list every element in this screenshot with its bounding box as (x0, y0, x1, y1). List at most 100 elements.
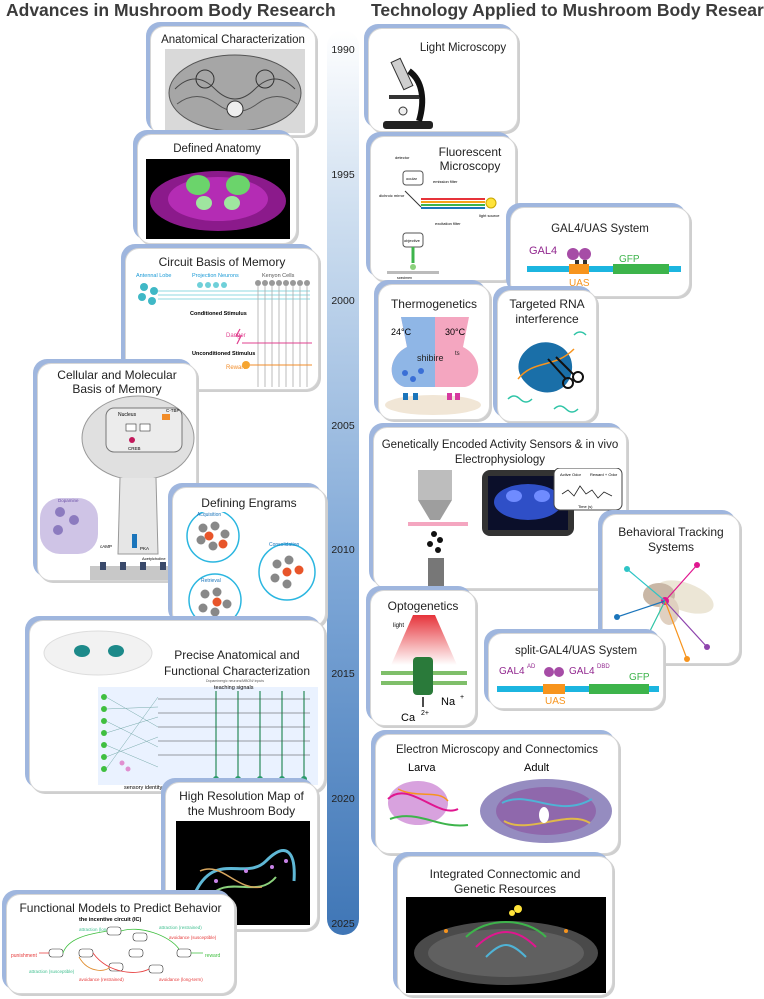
card-title: Circuit Basis of Memory (158, 255, 286, 269)
card-title: split-GAL4/UAS System (514, 645, 638, 657)
incentive-circuit-diagram: the incentive circuit (IC) attraction (l… (11, 917, 221, 982)
uas-label: UAS (545, 696, 566, 707)
conditioned-stimulus-label: Conditioned Stimulus (190, 311, 247, 317)
avoidance-susc-label: avoidance (susceptible) (169, 935, 217, 940)
ctbp-label: C-TBP (166, 408, 180, 413)
connectome-renders: Larva Adult (387, 762, 612, 843)
dopamine-label: Dopamine (58, 498, 79, 503)
card-anatomical-characterization: Anatomical Characterization (150, 26, 316, 136)
card-title: Defined Anatomy (173, 143, 261, 155)
sensory-identity-label: sensory identity (124, 785, 162, 791)
attraction-rest-label: attraction (restrained) (159, 925, 202, 930)
left-column-header: Advances in Mushroom Body Research (6, 0, 336, 20)
light-label: light (393, 623, 404, 629)
card-title: Cellular and Molecular Basis of Memory (57, 368, 177, 396)
year-label: 2015 (331, 668, 355, 680)
uas-label: UAS (569, 278, 590, 289)
card-title: Genetically Encoded Activity Sensors & i… (381, 439, 619, 466)
acetylcholine-label: Acetylcholine (142, 556, 166, 561)
ad-label: AD (527, 664, 536, 670)
ts-label: ts (455, 351, 460, 357)
dichroic-label: dichroic mirror (379, 193, 405, 198)
rnai-scissors-diagram (507, 331, 587, 413)
objective-label: objective (404, 238, 421, 243)
nucleus-label: Nucleus (118, 412, 137, 418)
gfp-label: GFP (629, 672, 650, 683)
card-title: Optogenetics (387, 599, 459, 613)
microscope-icon (383, 57, 433, 129)
card-cellular-molecular-basis: Cellular and Molecular Basis of Memory N… (37, 363, 197, 581)
card-light-microscopy: Light Microscopy (368, 28, 518, 132)
card-title: Defining Engrams (201, 496, 297, 510)
acquisition-label: Acquisition (197, 512, 221, 518)
year-label: 2000 (331, 295, 355, 307)
card-thermogenetics: Thermogenetics 24°C 30°C shibire ts (378, 284, 490, 420)
time-axis-label: Time (s) (578, 504, 593, 509)
temp-24-label: 24°C (391, 327, 412, 337)
card-integrated-resources: Integrated Connectomic and Genetic Resou… (397, 856, 613, 996)
split-gal4-construct: GAL4 AD GAL4 DBD GFP UAS (497, 664, 659, 707)
card-activity-sensors: Genetically Encoded Activity Sensors & i… (373, 427, 627, 589)
unconditioned-stimulus-label: Unconditioned Stimulus (192, 351, 255, 357)
excitation-filter-label: excitation filter (435, 221, 461, 226)
connectivity-diagram: teaching signals Dopaminergic neurons/MB… (43, 630, 318, 791)
detector-label: detector (395, 155, 410, 160)
timeline-bar (327, 30, 359, 935)
right-column-header: Technology Applied to Mushroom Body Rese… (371, 0, 764, 20)
card-gal4-uas: GAL4/UAS System GAL4 GFP UAS (510, 207, 690, 297)
card-functional-models: Functional Models to Predict Behavior th… (6, 894, 235, 994)
projection-neurons-label: Projection Neurons (192, 273, 239, 279)
creb-label: CREB (128, 446, 141, 451)
card-title: Light Microscopy (419, 42, 507, 54)
sodium-label: Na (441, 696, 456, 708)
antennal-lobe-label: Antennal Lobe (136, 273, 171, 279)
emission-filter-label: emission filter (433, 179, 458, 184)
neuron-signaling-diagram: Nucleus C-TBP CREB Dopamine cAMP PKA Ace… (40, 395, 196, 580)
ocular-label: ocular (406, 176, 418, 181)
specimen-label: specimen (397, 276, 412, 279)
reward-odor-label: Reward + Odor (590, 472, 618, 477)
gal4-label: GAL4 (529, 245, 557, 257)
camp-label: cAMP (100, 544, 112, 549)
calcium-label: Ca (401, 712, 416, 724)
gal4-ad-label: GAL4 (499, 666, 525, 677)
attraction-lt-label: attraction (long-term) (79, 927, 121, 932)
punishment-label: punishment (11, 953, 37, 959)
card-title: Anatomical Characterization (161, 34, 305, 46)
calcium-charge-label: 2+ (421, 710, 429, 717)
consolidation-label: Consolidation (269, 542, 300, 548)
year-label: 1990 (331, 44, 355, 56)
year-label: 1995 (331, 169, 355, 181)
card-title: Targeted RNA interference (509, 297, 585, 326)
card-electron-microscopy: Electron Microscopy and Connectomics Lar… (375, 734, 619, 854)
avoidance-rest-label: avoidance (restrained) (79, 977, 124, 982)
card-title: Electron Microscopy and Connectomics (396, 744, 598, 756)
card-title: Functional Models to Predict Behavior (19, 901, 222, 915)
connectome-render-image (176, 821, 310, 925)
card-title: GAL4/UAS System (551, 223, 649, 235)
fluorescent-brain-image (146, 159, 290, 239)
dbd-label: DBD (597, 664, 610, 670)
adult-label: Adult (524, 762, 549, 774)
larva-label: Larva (408, 762, 436, 774)
sodium-charge-label: + (460, 694, 464, 701)
fly-tracking-diagram (614, 562, 714, 662)
card-targeted-rnai: Targeted RNA interference (497, 290, 597, 422)
card-title: Precise Anatomical and Functional Charac… (163, 648, 311, 678)
pka-label: PKA (140, 546, 149, 551)
card-defining-engrams: Defining Engrams Acquisition Consolidati… (172, 487, 326, 627)
year-label: 2020 (331, 793, 355, 805)
gfp-label: GFP (619, 254, 640, 265)
year-label: 2005 (331, 420, 355, 432)
engram-diagram: Acquisition Consolidation Retrieval (186, 512, 316, 626)
card-circuit-basis-of-memory: Circuit Basis of Memory Antennal Lobe Pr… (125, 248, 319, 390)
gal4-dbd-label: GAL4 (569, 666, 595, 677)
reward-label: Reward (226, 365, 247, 371)
circuit-diagram: Antennal Lobe Projection Neurons Kenyon … (136, 273, 312, 387)
teaching-signals-label: teaching signals (214, 685, 254, 691)
thermogenetics-synapse-diagram: 24°C 30°C shibire ts (385, 317, 481, 415)
avoidance-lt-label: avoidance (long-term) (159, 977, 203, 982)
gal4-uas-construct: GAL4 GFP UAS (527, 245, 681, 289)
kenyon-cells-label: Kenyon Cells (262, 273, 295, 279)
card-split-gal4-uas: split-GAL4/UAS System GAL4 AD GAL4 DBD G… (488, 633, 664, 709)
